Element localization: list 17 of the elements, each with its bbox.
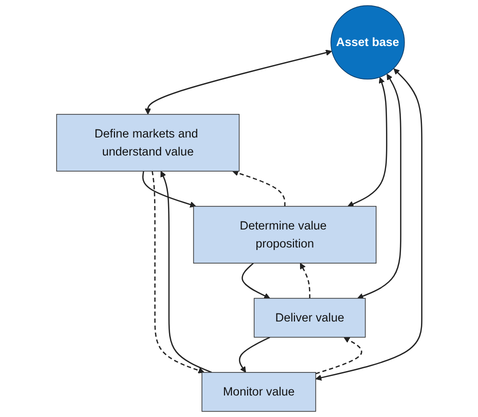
node-box: Define markets and understand value — [56, 114, 240, 172]
arrow — [232, 170, 286, 206]
arrow — [144, 50, 332, 115]
arrow — [160, 170, 212, 373]
arrow — [238, 336, 270, 373]
arrow — [347, 77, 388, 207]
arrow — [151, 171, 204, 374]
node-box: Determine value proposition — [193, 206, 376, 264]
node-circle: Asset base — [330, 5, 405, 80]
arrow — [142, 171, 196, 208]
arrow — [241, 262, 270, 299]
arrow — [357, 74, 402, 300]
node-box: Deliver value — [254, 298, 366, 338]
node-box: Monitor value — [201, 372, 316, 412]
arrow — [315, 68, 422, 381]
arrow — [315, 337, 362, 374]
arrow — [300, 262, 310, 298]
